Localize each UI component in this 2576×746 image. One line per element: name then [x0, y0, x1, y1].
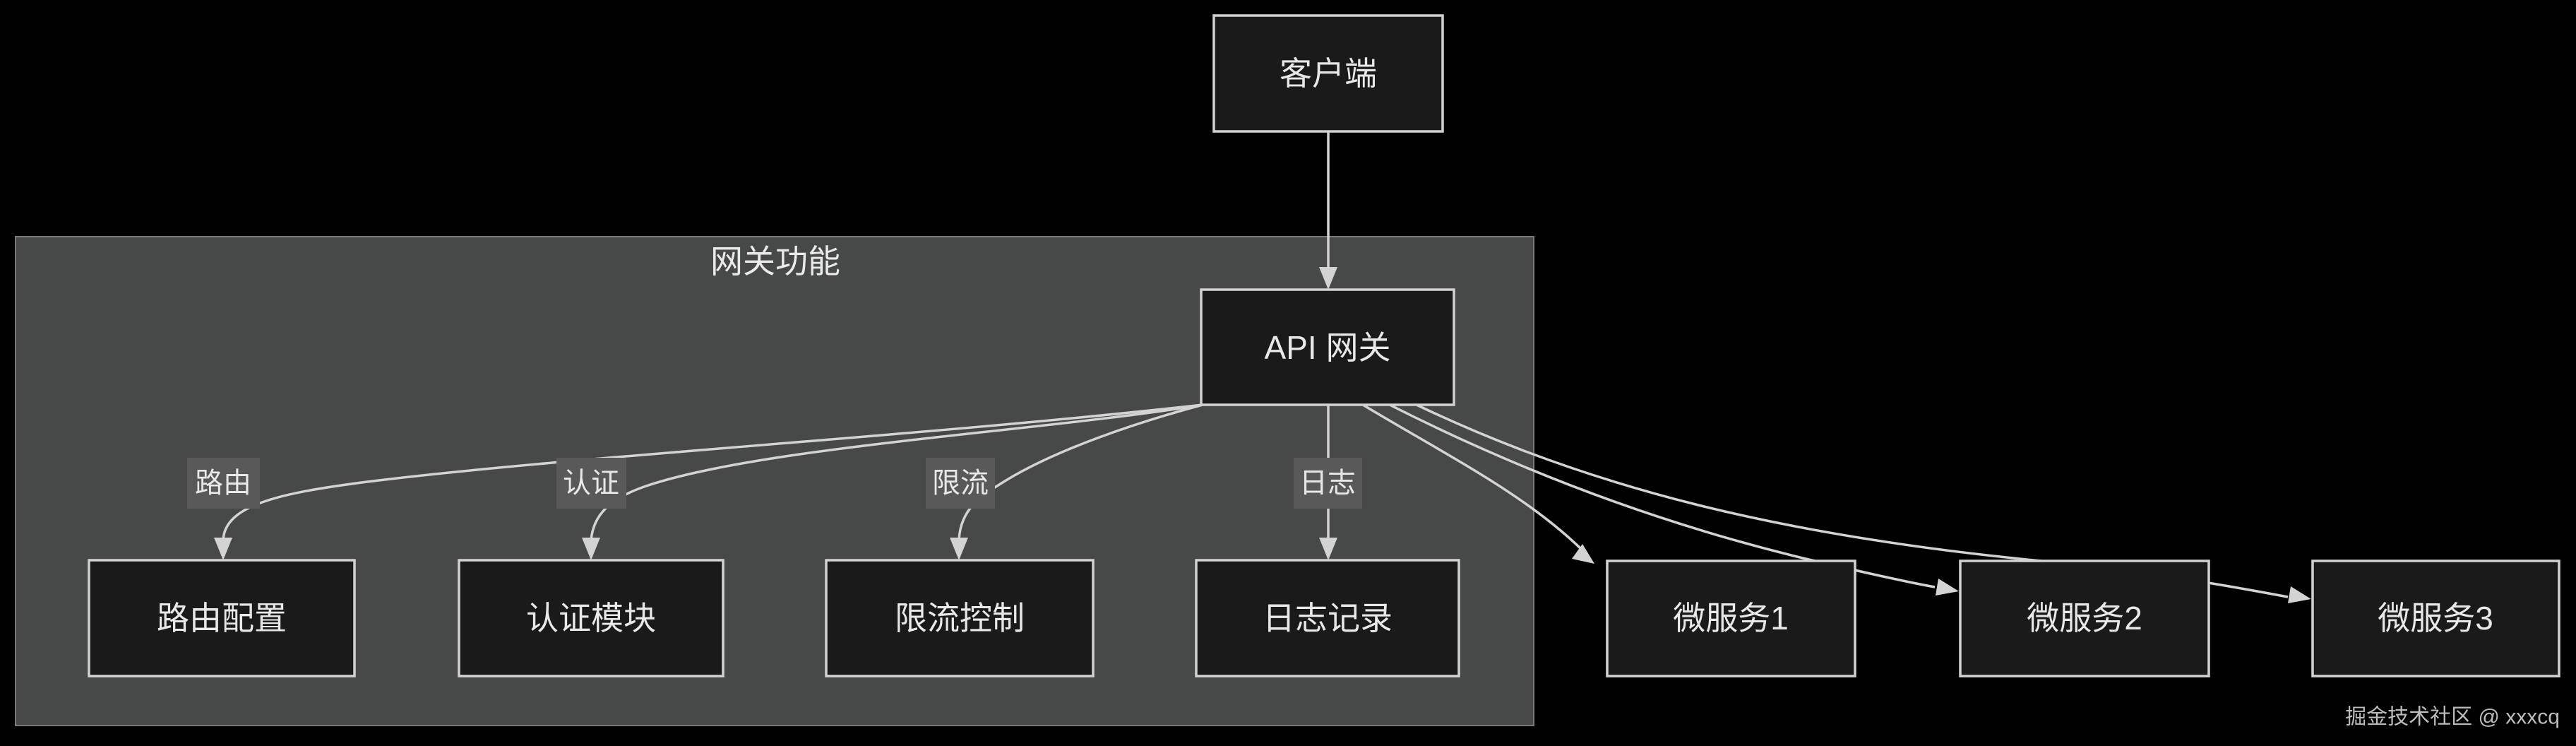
- node-auth-module-box: [458, 559, 724, 677]
- edge-gateway-ms1-arrowhead-icon: [1572, 544, 1594, 564]
- node-route-config: 路由配置: [88, 559, 356, 677]
- node-microservice-1: 微服务1: [1606, 560, 1856, 677]
- node-auth-module: 认证模块: [458, 559, 724, 677]
- node-logging-label: 日志记录: [1263, 600, 1393, 637]
- svg-text:认证: 认证: [563, 468, 619, 499]
- node-microservice-3: 微服务3: [2311, 560, 2560, 677]
- nodes-layer: 客户端 API 网关 路由配置 认证模块 限流控制 日志记录 微服务1: [88, 14, 2560, 677]
- node-logging-box: [1195, 559, 1460, 677]
- node-api-gateway: API 网关: [1200, 288, 1455, 406]
- edge-gateway-ms3-arrowhead-icon: [2288, 586, 2311, 603]
- watermark-text: 掘金技术社区 @ xxxcq: [2345, 706, 2560, 729]
- edge-label-limit-bg: [926, 458, 995, 509]
- edge-label-log-bg: [1294, 458, 1362, 509]
- node-client: 客户端: [1212, 14, 1444, 133]
- edge-gateway-route: [222, 403, 1203, 541]
- edge-gateway-ms2: [1389, 403, 1936, 588]
- node-api-gateway-box: [1200, 288, 1455, 406]
- edge-gateway-log-arrowhead-icon: [1319, 538, 1337, 560]
- edge-client-gateway-arrowhead-icon: [1319, 267, 1337, 290]
- node-rate-limit: 限流控制: [825, 559, 1095, 677]
- node-auth-module-label: 认证模块: [526, 600, 656, 637]
- node-route-config-box: [88, 559, 356, 677]
- node-microservice-2-label: 微服务2: [2027, 600, 2142, 637]
- node-client-label: 客户端: [1280, 55, 1377, 92]
- svg-text:路由: 路由: [195, 468, 251, 499]
- edge-gateway-limit: [958, 403, 1203, 541]
- edges-layer: [214, 132, 2311, 603]
- node-microservice-1-box: [1606, 560, 1856, 677]
- node-microservice-3-label: 微服务3: [2378, 600, 2493, 637]
- svg-text:日志: 日志: [1299, 468, 1356, 499]
- edge-labels-layer: 路由 认证 限流 日志: [187, 458, 1362, 509]
- node-logging: 日志记录: [1195, 559, 1460, 677]
- edge-gateway-limit-arrowhead-icon: [950, 538, 968, 560]
- edge-label-auth: 认证: [556, 458, 626, 509]
- node-rate-limit-box: [825, 559, 1095, 677]
- edge-label-limit: 限流: [926, 458, 995, 509]
- edge-label-auth-bg: [556, 458, 626, 509]
- node-microservice-2: 微服务2: [1959, 560, 2210, 677]
- node-client-box: [1212, 14, 1444, 133]
- node-route-config-label: 路由配置: [157, 600, 287, 637]
- svg-text:限流: 限流: [932, 468, 989, 499]
- edge-gateway-auth-arrowhead-icon: [582, 538, 600, 560]
- edge-gateway-ms2-arrowhead-icon: [1936, 579, 1959, 596]
- node-microservice-3-box: [2311, 560, 2560, 677]
- node-microservice-2-box: [1959, 560, 2210, 677]
- node-rate-limit-label: 限流控制: [895, 600, 1025, 637]
- gateway-cluster-title: 网关功能: [710, 243, 840, 280]
- node-microservice-1-label: 微服务1: [1673, 600, 1789, 637]
- edge-label-route: 路由: [187, 458, 260, 509]
- edge-gateway-ms1: [1362, 403, 1583, 551]
- edge-gateway-route-arrowhead-icon: [214, 538, 232, 560]
- edge-label-log: 日志: [1294, 458, 1362, 509]
- node-api-gateway-label: API 网关: [1265, 329, 1391, 366]
- edge-label-route-bg: [187, 458, 260, 509]
